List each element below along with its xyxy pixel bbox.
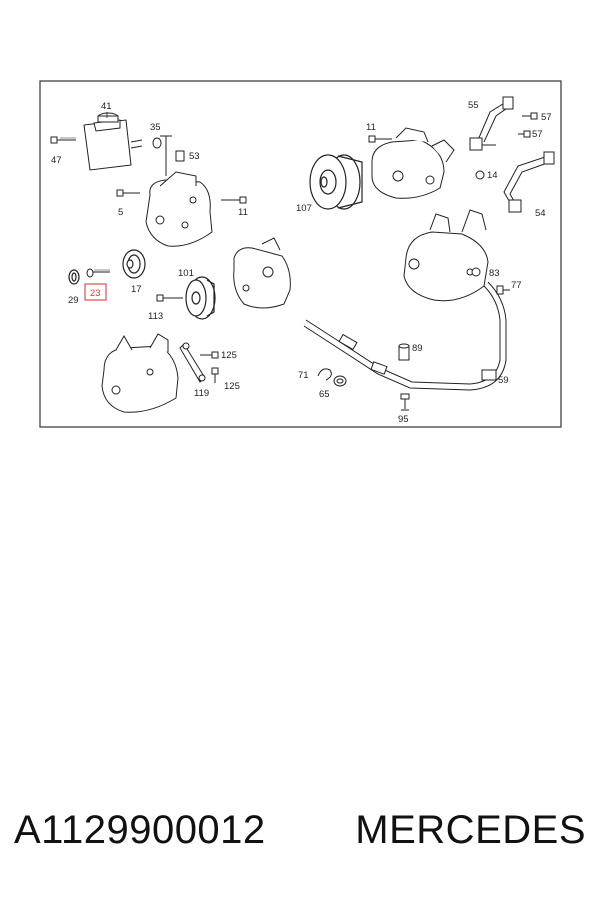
pump-secondary — [233, 237, 291, 309]
hose-59 — [303, 281, 507, 391]
callout-55: 55 — [468, 100, 479, 111]
callout-107: 107 — [296, 203, 312, 214]
sleeve-89 — [398, 343, 410, 361]
brand-name: MERCEDES — [355, 807, 586, 852]
compressor — [371, 127, 455, 199]
callout-71: 71 — [298, 370, 309, 381]
callout-11b: 11 — [366, 122, 376, 133]
callout-125b: 125 — [224, 381, 240, 392]
bolt-11b — [368, 135, 392, 143]
callout-65: 65 — [319, 389, 330, 400]
callout-59: 59 — [498, 375, 509, 386]
callout-17: 17 — [131, 284, 142, 295]
pulley-107 — [309, 154, 363, 210]
nut-14 — [475, 170, 485, 180]
callout-89: 89 — [412, 343, 423, 354]
callout-41: 41 — [101, 101, 112, 112]
callout-54: 54 — [535, 208, 546, 219]
pump-main — [145, 171, 213, 247]
seal-29 — [68, 269, 80, 285]
callout-57a: 57 — [541, 112, 552, 123]
callout-14: 14 — [487, 170, 498, 181]
callout-57b: 57 — [532, 129, 543, 140]
callout-35: 35 — [150, 122, 161, 133]
pulley-17 — [122, 249, 146, 279]
bracket-119 — [179, 342, 206, 383]
pulley-101 — [185, 276, 216, 320]
bolt-95 — [400, 393, 410, 411]
reservoir-41 — [83, 112, 143, 171]
callout-23: 23 — [90, 288, 101, 299]
part-number: A1129900012 — [14, 807, 266, 852]
callout-5: 5 — [118, 207, 123, 218]
bolt-47 — [50, 136, 76, 144]
bolt-11a — [221, 196, 247, 204]
callout-95: 95 — [398, 414, 409, 425]
pump-right — [403, 209, 489, 302]
bolt-5 — [116, 189, 140, 197]
callout-23-highlight — [84, 283, 107, 301]
bolt-125a — [200, 351, 219, 359]
callout-101: 101 — [178, 268, 194, 279]
fitting-83 — [471, 267, 481, 277]
callout-11a: 11 — [238, 207, 248, 218]
ring-65 — [333, 375, 347, 387]
bolt-113 — [156, 294, 183, 302]
fitting-35 — [152, 135, 172, 176]
callout-47: 47 — [51, 155, 62, 166]
callout-119: 119 — [194, 388, 209, 399]
bolt-77 — [496, 285, 510, 295]
pipe-54 — [503, 151, 555, 213]
clip-71 — [317, 368, 332, 381]
bolt-57b — [518, 130, 531, 138]
bolt-125b — [211, 367, 219, 383]
footer: A1129900012 MERCEDES — [0, 800, 600, 860]
pump-lower — [101, 333, 179, 413]
fitting-53 — [175, 150, 185, 162]
callout-77: 77 — [511, 280, 522, 291]
bolt-57a — [522, 112, 538, 120]
pipe-55 — [469, 96, 514, 151]
callout-29: 29 — [68, 295, 79, 306]
callout-125a: 125 — [221, 350, 237, 361]
bolt-23 — [86, 268, 110, 278]
callout-83: 83 — [489, 268, 500, 279]
callout-113: 113 — [148, 311, 163, 322]
callout-53: 53 — [189, 151, 200, 162]
